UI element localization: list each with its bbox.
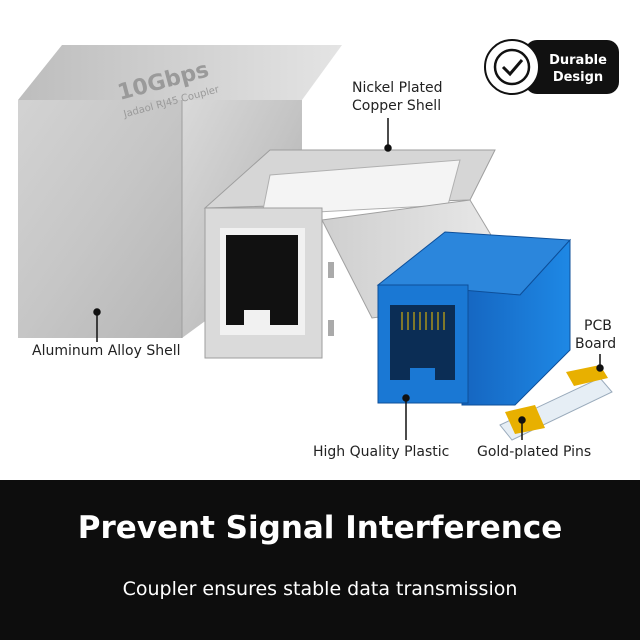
callout-aluminum: Aluminum Alloy Shell — [32, 343, 181, 359]
callout-pins: Gold-plated Pins — [477, 444, 592, 460]
callout-pcb-line2: Board — [575, 336, 617, 352]
callout-pcb-line1: PCB — [584, 318, 612, 334]
banner-subtitle: Coupler ensures stable data transmission — [122, 578, 518, 600]
product-illustration: 10Gbps Jadaol RJ45 Coupler — [18, 39, 619, 441]
bottom-banner: Prevent Signal Interference Coupler ensu… — [0, 480, 640, 640]
blue-coupler — [376, 231, 572, 406]
rj45-port-plastic — [390, 305, 455, 380]
rj45-port-metal — [226, 235, 298, 325]
callout-plastic: High Quality Plastic — [313, 444, 450, 460]
check-seal-icon — [493, 48, 531, 86]
durable-badge-label: Durable Design — [543, 52, 613, 86]
durable-badge — [484, 39, 619, 95]
banner-title: Prevent Signal Interference — [77, 510, 563, 546]
callout-nickel-line1: Nickel Plated — [352, 80, 443, 96]
callout-lines — [93, 118, 604, 440]
badge-line-2: Design — [552, 70, 604, 85]
badge-line-1: Durable — [549, 53, 607, 68]
callout-nickel-line2: Copper Shell — [352, 98, 442, 114]
